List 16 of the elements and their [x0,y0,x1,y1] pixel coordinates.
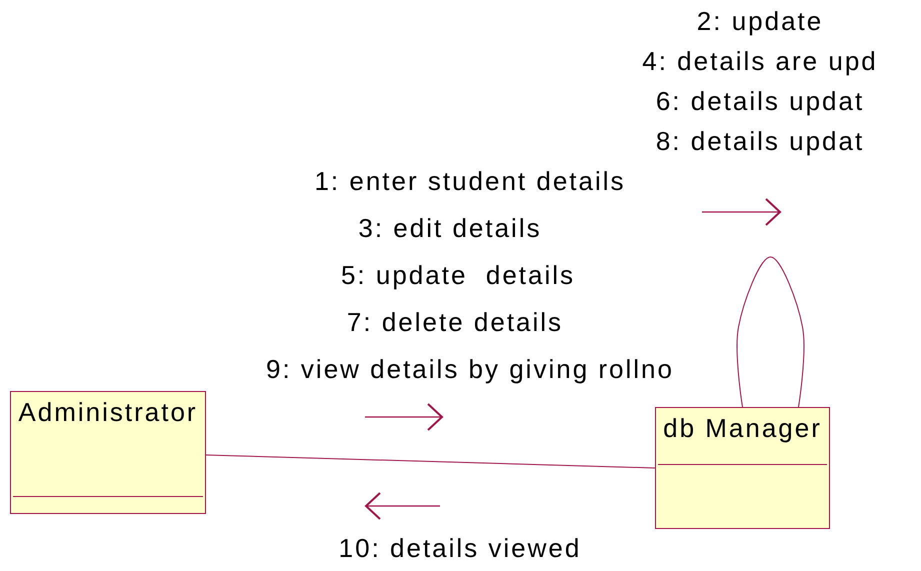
message-label: 5: update details [340,259,576,291]
class-box [655,407,830,529]
message-label: 1: enter student details [314,165,626,197]
association-line [206,454,656,468]
class-box [10,391,206,514]
class-name: db Manager [662,412,823,445]
message-label: 6: details updat [656,85,864,117]
message-label: 2: update [696,5,824,37]
self-link [736,256,804,408]
message-label: 4: details are upd [642,45,878,77]
message-label: 8: details updat [656,125,864,157]
message-label: 7: delete details [346,306,564,338]
message-label: 9: view details by giving rollno [266,353,674,385]
message-label: 10: details viewed [338,532,582,564]
class-name: Administrator [17,396,199,429]
message-label: 3: edit details [358,212,542,244]
